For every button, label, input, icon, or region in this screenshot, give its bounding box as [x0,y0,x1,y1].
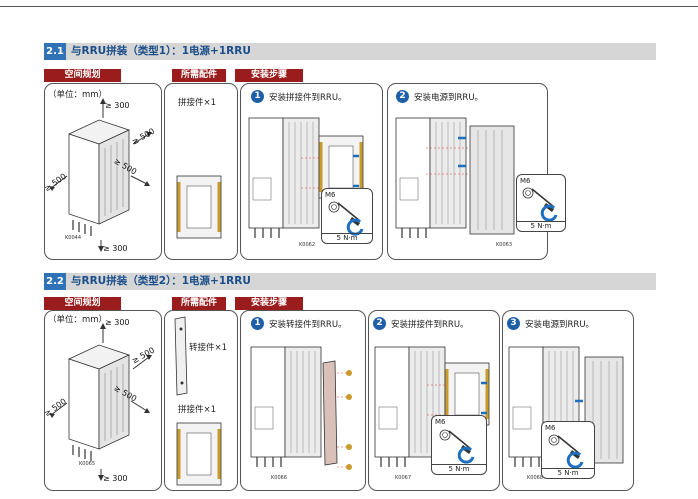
tag-install-steps: 安装步骤 [235,297,303,310]
step-number-badge: 3 [507,317,520,330]
section-number: 2.2 [44,273,66,290]
bolt-size: M6 [435,418,446,426]
unit-label: （单位：mm） [48,90,108,100]
torque-value: 5 N·m [322,233,372,242]
header-rule [0,6,698,7]
section-number: 2.1 [44,43,66,60]
section-header-2-1: 2.1 与RRU拼装（类型1）：1电源+1RRU [44,43,656,60]
step-number-badge: 2 [373,317,386,330]
screwdriver-icon [438,428,475,464]
step-title: 1 安装拼接件到RRU。 [251,90,347,103]
figure-code: K0044 [65,235,82,241]
step-label: 安装拼接件到RRU。 [391,319,469,330]
part-adapter-label: 转接件×1 [189,343,228,353]
section-title: 与RRU拼装（类型2）：1电源+1RRU [71,275,251,287]
tag-required-parts: 所需配件 [172,297,226,310]
part-splicer-label: 拼接件×1 [178,98,217,108]
dim-bottom: ≥ 300 [103,244,128,253]
space-diagram [49,98,152,252]
splicer-part-image [175,174,223,240]
screwdriver-icon [521,186,558,222]
step-illustration [395,117,515,239]
step-number-badge: 2 [396,90,409,103]
step-label: 安装转接件到RRU。 [269,319,347,330]
step-title: 2 安装拼接件到RRU。 [373,317,469,330]
splicer-part-image [175,421,223,487]
section-header-2-2: 2.2 与RRU拼装（类型2）：1电源+1RRU [44,273,656,290]
torque-tool-box: M6 5 N·m [321,188,373,244]
tag-required-parts: 所需配件 [172,69,226,82]
figure-code: K0065 [79,461,96,467]
step-illustration [250,346,352,470]
step-illustration [248,117,365,239]
tag-space-planning: 空间规划 [44,297,121,310]
step-panel-2-1-1: 1 安装拼接件到RRU。 K0062 M6 5 N·m [240,83,383,260]
dim-top: ≥ 300 [105,101,130,110]
bolt-size: M6 [545,424,556,432]
figure-code: K0062 [299,242,316,248]
space-panel-2-2: （单位：mm） ≥ 300 ≥ 500 ≥ 500 ≥ 500 K0065 ≥ … [43,310,162,491]
bolt-size: M6 [325,191,336,199]
section-title: 与RRU拼装（类型1）：1电源+1RRU [71,45,251,57]
torque-value: 5 N·m [542,468,594,477]
step-title: 1 安装转接件到RRU。 [251,317,347,330]
step-number-badge: 1 [251,317,264,330]
torque-tool-box: M6 5 N·m [431,415,487,475]
parts-panel-2-2: 转接件×1 拼接件×1 [164,310,238,491]
torque-tool-box: M6 5 N·m [516,174,566,232]
step-title: 2 安装电源到RRU。 [396,90,483,103]
part-splicer-label: 拼接件×1 [178,405,217,415]
step-panel-2-2-1: 1 安装转接件到RRU。 K0066 [240,310,366,491]
figure-code: K0063 [496,242,513,248]
bolt-size: M6 [520,177,531,185]
torque-tool-box: M6 5 N·m [541,421,595,479]
step-label: 安装拼接件到RRU。 [269,92,347,103]
torque-value: 5 N·m [432,464,486,473]
screwdriver-icon [327,200,364,236]
step-panel-2-2-3: 3 安装电源到RRU。 K0068 M6 5 N·m [502,310,634,491]
parts-panel-2-1: 拼接件×1 [164,83,238,260]
step-number-badge: 1 [251,90,264,103]
dim-top: ≥ 300 [105,318,130,327]
adapter-part-image [174,316,188,396]
tag-space-planning: 空间规划 [44,69,121,82]
step-panel-2-1-2: 2 安装电源到RRU。 K0063 M6 5 N·m [387,83,566,260]
unit-label: （单位：mm） [48,315,108,325]
tag-install-steps: 安装步骤 [235,69,303,82]
dim-bottom: ≥ 300 [103,474,128,483]
space-panel-2-1: （单位：mm） ≥ 300 ≥ 500 ≥ 500 ≥ 500 K0044 ≥ … [43,83,162,260]
step-label: 安装电源到RRU。 [525,319,595,330]
step-title: 3 安装电源到RRU。 [507,317,594,330]
figure-code: K0068 [527,475,544,481]
figure-code: K0066 [271,475,288,481]
space-diagram [49,323,152,481]
step-label: 安装电源到RRU。 [414,92,484,103]
step-panel-2-2-2: 2 安装拼接件到RRU。 K0067 M6 5 N·m [368,310,500,491]
figure-code: K0067 [395,475,412,481]
screwdriver-icon [547,433,584,469]
torque-value: 5 N·m [517,221,565,230]
